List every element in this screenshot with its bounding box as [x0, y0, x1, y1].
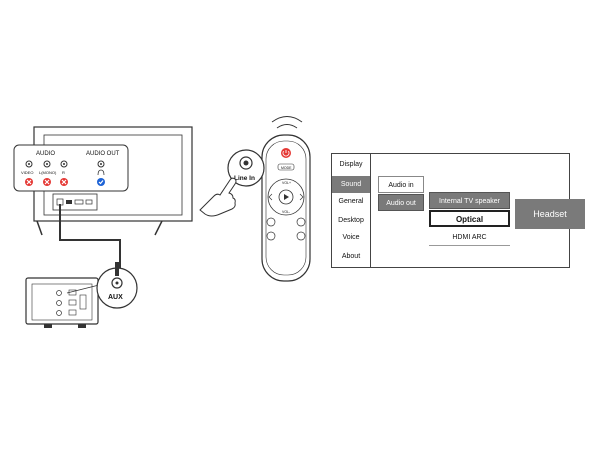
- tv-leg-left: [36, 220, 43, 236]
- pointing-hand-icon: [199, 177, 237, 217]
- speaker-port: [79, 294, 87, 310]
- aux-port-pin: [115, 281, 119, 285]
- settings-category-list: [331, 153, 371, 268]
- next-track-icon[interactable]: [299, 193, 304, 201]
- speaker-control-icon: [56, 310, 62, 316]
- remote-inner: [265, 140, 307, 276]
- audio-out-jack-pin: [100, 163, 102, 165]
- vol-plus-label: VOL+: [282, 181, 291, 185]
- signal-wave-icon: [276, 124, 298, 129]
- aux-plug: [115, 262, 119, 276]
- menu-item-desktop[interactable]: Desktop: [338, 217, 364, 224]
- cross-icon: [25, 178, 33, 186]
- rear-port: [85, 199, 93, 205]
- rear-port: [66, 200, 72, 204]
- aux-callout-line: [66, 284, 100, 294]
- power-icon: [282, 150, 290, 157]
- tv-leg-right: [154, 220, 163, 236]
- speaker-port: [68, 309, 77, 316]
- prev-track-icon[interactable]: [268, 193, 273, 201]
- remote-button[interactable]: [296, 217, 306, 227]
- play-pause-icon: [284, 194, 289, 200]
- audio-right-jack-pin: [63, 163, 65, 165]
- sound-option-audio-out[interactable]: Audio out: [378, 194, 424, 211]
- speaker-panel: [31, 283, 93, 321]
- signal-wave-icon: [271, 116, 303, 123]
- remote-button[interactable]: [296, 231, 306, 241]
- speaker-foot: [78, 324, 86, 328]
- sound-option-audio-in[interactable]: Audio in: [378, 176, 424, 193]
- mode-button-label: MODE: [281, 166, 292, 170]
- speaker-foot: [44, 324, 52, 328]
- aux-label: AUX: [108, 294, 123, 301]
- vol-minus-label: VOL-: [282, 210, 291, 214]
- output-internal-tv-speaker[interactable]: Internal TV speaker: [429, 192, 510, 209]
- output-hdmi-arc[interactable]: HDMI ARC: [429, 229, 510, 246]
- cross-icon: [60, 178, 68, 186]
- menu-item-display[interactable]: Display: [339, 161, 363, 168]
- remote-button[interactable]: [266, 231, 276, 241]
- menu-item-voice[interactable]: Voice: [342, 234, 360, 241]
- menu-item-about[interactable]: About: [341, 253, 361, 260]
- video-jack-pin: [28, 163, 30, 165]
- speaker-control-icon: [56, 290, 62, 296]
- tv: AUDIO AUDIO OUT VIDEO L(MONO) R: [13, 126, 193, 236]
- speaker-unit: [25, 277, 99, 328]
- check-icon: [97, 178, 105, 186]
- remote-button[interactable]: [266, 217, 276, 227]
- audio-left-jack-pin: [46, 163, 48, 165]
- speaker-body: [25, 277, 99, 325]
- aux-cable: [59, 204, 121, 268]
- output-optical[interactable]: Optical: [429, 210, 510, 227]
- audio-out-section-label: AUDIO OUT: [86, 151, 120, 157]
- headset-result: Headset: [515, 199, 585, 229]
- line-in-label: Line In: [234, 175, 255, 182]
- mode-button[interactable]: [277, 163, 295, 171]
- remote-control: MODE VOL+ VOL- Line In: [199, 116, 311, 282]
- line-in-button-dot: [243, 160, 249, 166]
- rear-port: [74, 199, 84, 205]
- menu-item-general[interactable]: General: [338, 198, 364, 205]
- speaker-control-icon: [56, 300, 62, 306]
- mono-jack-label: L(MONO): [39, 170, 57, 175]
- aux-callout: AUX: [66, 262, 138, 309]
- menu-item-sound[interactable]: Sound: [332, 176, 370, 193]
- speaker-port: [68, 299, 77, 306]
- audio-section-label: AUDIO: [36, 151, 55, 157]
- video-jack-label: VIDEO: [21, 170, 33, 175]
- right-jack-label: R: [62, 170, 65, 175]
- headphone-icon: [97, 169, 105, 176]
- cross-icon: [43, 178, 51, 186]
